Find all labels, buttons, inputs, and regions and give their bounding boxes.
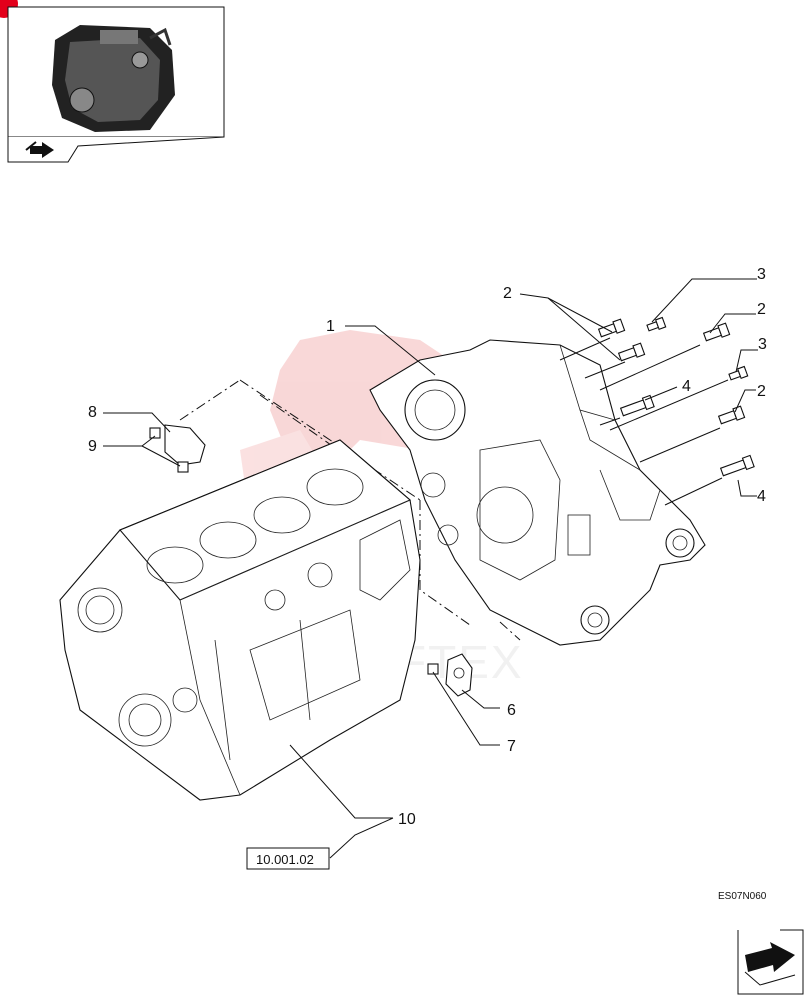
screw-3b[interactable] [728,365,749,381]
callout-3a[interactable]: 3 [757,266,766,283]
reference-code[interactable]: 10.001.02 [256,852,314,867]
screw-7[interactable] [427,663,439,675]
callout-2c[interactable]: 2 [757,383,766,400]
cover-plate-8[interactable] [164,424,206,466]
screw-9a[interactable] [149,427,161,439]
callout-2b[interactable]: 2 [757,301,766,318]
bolt-2a[interactable] [597,318,626,338]
bolt-2b[interactable] [617,342,646,362]
arrow-right-icon[interactable] [25,141,54,158]
plate-6[interactable] [445,653,473,697]
callout-4b[interactable]: 4 [757,488,766,505]
screw-3a[interactable] [646,316,667,332]
callout-7[interactable]: 7 [507,738,516,755]
figure-id: ES07N060 [718,891,767,902]
callout-3b[interactable]: 3 [758,336,767,353]
engine-thumbnail-icon [52,25,175,132]
bolt-4a[interactable] [619,394,655,417]
callout-8[interactable]: 8 [88,404,97,421]
assembly-guides [179,379,521,641]
callout-2a[interactable]: 2 [503,285,512,302]
next-page-arrow-icon[interactable] [737,929,804,995]
callouts: 1 2 3 2 3 4 2 4 8 9 6 7 10 [88,266,767,828]
reference-link[interactable]: 10.001.02 [246,847,330,870]
flywheel-housing[interactable] [369,339,706,646]
callout-1[interactable]: 1 [326,318,335,335]
bolt-4b[interactable] [719,454,755,477]
bolt-2c[interactable] [702,322,731,342]
leader-lines [103,278,758,859]
thumbnail-panel[interactable] [7,6,225,163]
bolt-2d[interactable] [717,405,746,425]
screw-9b[interactable] [177,461,189,473]
callout-10[interactable]: 10 [398,811,416,828]
engine-block[interactable] [59,439,421,801]
callout-9[interactable]: 9 [88,438,97,455]
callout-4a[interactable]: 4 [682,378,691,395]
bolts [149,316,755,697]
callout-6[interactable]: 6 [507,702,516,719]
